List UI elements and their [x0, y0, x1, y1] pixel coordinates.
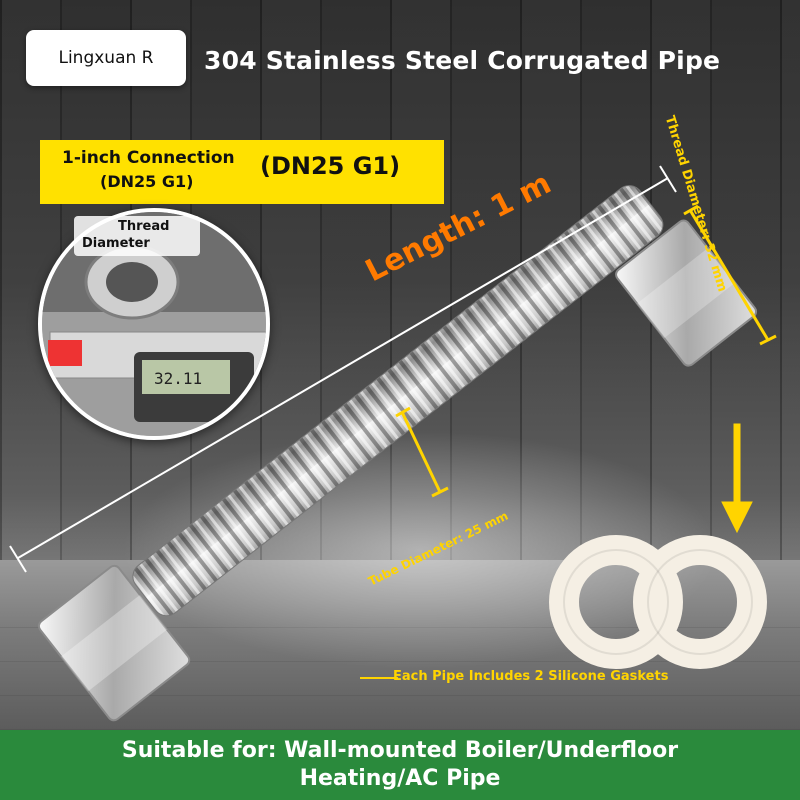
connection-line2: (DN25 G1)	[100, 172, 194, 191]
brand-badge: Lingxuan R	[26, 30, 186, 86]
footer-line1: Suitable for: Wall-mounted Boiler/Underf…	[121, 738, 679, 763]
silicone-gaskets	[549, 535, 767, 669]
gasket-pointer-line	[360, 677, 398, 679]
footer-banner: Suitable for: Wall-mounted Boiler/Underf…	[0, 730, 800, 800]
inset-label-line2: Diameter	[82, 236, 150, 251]
connection-callout	[40, 140, 444, 204]
connection-line1: 1-inch Connection	[62, 148, 235, 168]
top-hex-nut	[615, 219, 758, 367]
thread-diameter-bracket	[683, 204, 777, 346]
inset-label-line1: Thread	[118, 219, 170, 234]
length-dimension-line	[9, 165, 677, 573]
footer-line2: Heating/AC Pipe	[299, 766, 501, 791]
corrugated-tube	[132, 185, 664, 617]
tube-diameter-bracket	[395, 406, 449, 498]
inset-label-background	[74, 216, 200, 256]
connection-spec: (DN25 G1)	[260, 152, 401, 180]
arrow-down-icon	[721, 423, 753, 534]
bottom-hex-nut	[37, 564, 191, 722]
brand-name: Lingxuan R	[58, 48, 154, 68]
gasket-note: Each Pipe Includes 2 Silicone Gaskets	[393, 669, 669, 684]
caliper-reading: 32.11	[154, 369, 202, 388]
product-title: 304 Stainless Steel Corrugated Pipe	[204, 46, 721, 75]
